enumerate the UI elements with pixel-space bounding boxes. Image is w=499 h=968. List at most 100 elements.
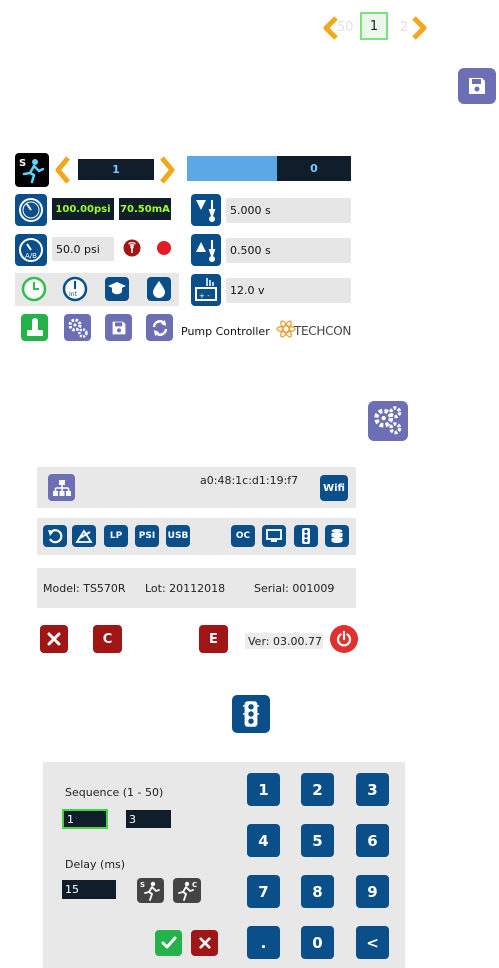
voltage-icon[interactable]: + - — [191, 274, 221, 306]
usb-label: USB — [168, 531, 189, 541]
runner-s-icon: S — [137, 878, 164, 903]
monitor-icon — [266, 529, 282, 543]
svg-text:S: S — [19, 158, 26, 169]
cancel-button[interactable] — [191, 930, 218, 956]
lp-label: LP — [110, 531, 122, 541]
svg-text:+ -: + - — [199, 292, 210, 300]
sequence-from-value: 1 — [67, 813, 74, 826]
controller-button[interactable] — [21, 314, 48, 341]
shot-time-field[interactable]: 5.000 s — [226, 198, 351, 223]
pager-current[interactable]: 1 — [360, 12, 388, 40]
seq-prev-arrow[interactable] — [54, 156, 72, 184]
c-button[interactable]: C — [93, 625, 122, 653]
traffic-light-button-small[interactable] — [294, 525, 318, 547]
psi-button[interactable]: PSI — [135, 525, 159, 547]
refresh-icon — [151, 319, 169, 337]
set-pressure-button[interactable]: A/B — [15, 234, 47, 266]
gauge-button[interactable] — [15, 194, 47, 226]
shot-time-icon[interactable] — [191, 194, 221, 226]
pager-current-number: 1 — [370, 19, 378, 34]
gears-icon — [67, 317, 89, 339]
keypad-key[interactable]: 0 — [301, 926, 334, 959]
run-sequence-start-button[interactable]: S — [137, 878, 164, 903]
database-button[interactable] — [325, 525, 349, 547]
drop-mode-icon[interactable] — [147, 277, 171, 301]
save-button[interactable] — [458, 68, 496, 104]
version-text: Ver: 03.00.77 — [248, 635, 322, 648]
keypad-key[interactable]: 7 — [247, 875, 280, 908]
current-readout: 70.50mA — [119, 198, 171, 220]
floppy-icon — [467, 76, 487, 96]
voltage-field[interactable]: 12.0 v — [226, 278, 351, 303]
run-sequence-continue-button[interactable]: C — [173, 878, 201, 903]
delay-label: Delay (ms) — [65, 858, 125, 871]
e-button[interactable]: E — [199, 625, 228, 653]
timer-mode-icon[interactable] — [21, 276, 47, 302]
pager-next-arrow[interactable] — [410, 16, 428, 40]
runner-c-icon: C — [173, 878, 201, 903]
keypad-key[interactable]: 8 — [301, 875, 334, 908]
controller-icon — [24, 317, 46, 339]
gauge-icon — [17, 196, 45, 224]
keypad-key[interactable]: 1 — [247, 773, 280, 806]
network-button[interactable] — [48, 474, 75, 501]
suck-back-icon[interactable] — [191, 234, 221, 266]
computer-button[interactable] — [262, 525, 286, 547]
sequence-to-field[interactable]: 3 — [126, 810, 171, 828]
shot-time-value: 5.000 s — [230, 204, 271, 217]
keypad-key[interactable]: 9 — [356, 875, 389, 908]
svg-text:A/B: A/B — [25, 252, 37, 260]
svg-text:Int: Int — [69, 291, 78, 298]
settings-button[interactable] — [368, 401, 408, 441]
keypad-key[interactable]: < — [356, 926, 389, 959]
calibrate-button[interactable] — [72, 525, 96, 547]
lp-button[interactable]: LP — [104, 525, 128, 547]
pager-prev-number[interactable]: 50 — [337, 20, 354, 35]
traffic-light-icon — [243, 701, 259, 727]
seq-next-arrow[interactable] — [158, 156, 176, 184]
power-button[interactable] — [330, 625, 358, 653]
svg-text:C: C — [192, 881, 197, 889]
suck-back-field[interactable]: 0.500 s — [226, 238, 351, 263]
pump-controller-label: Pump Controller — [181, 325, 270, 338]
keypad-key[interactable]: 2 — [301, 773, 334, 806]
seq-value-field[interactable]: 1 — [78, 159, 154, 180]
settings-button-small[interactable] — [64, 314, 91, 341]
oc-button[interactable]: OC — [231, 525, 255, 547]
confirm-button[interactable] — [155, 930, 182, 956]
wifi-label: Wifi — [323, 483, 345, 494]
close-button[interactable] — [40, 625, 68, 653]
sequence-mode-icon[interactable]: S — [15, 153, 49, 187]
traffic-light-button[interactable] — [232, 695, 270, 733]
progress-bar-fill — [187, 156, 277, 181]
usb-button[interactable]: USB — [166, 525, 190, 547]
network-icon — [52, 478, 72, 498]
interval-mode-icon[interactable]: Int — [62, 276, 88, 302]
keypad-key[interactable]: 3 — [356, 773, 389, 806]
database-icon — [330, 528, 344, 544]
set-pressure-field[interactable]: 50.0 psi — [52, 237, 114, 261]
wifi-button[interactable]: Wifi — [320, 475, 348, 501]
keypad-key[interactable]: 4 — [247, 824, 280, 857]
delay-field[interactable]: 15 — [62, 880, 116, 899]
delay-value: 15 — [65, 883, 79, 896]
teach-mode-icon[interactable] — [105, 277, 129, 301]
sequence-from-field[interactable]: 1 — [62, 809, 108, 829]
set-pressure-value: 50.0 psi — [56, 243, 100, 256]
reset-button[interactable] — [43, 525, 67, 547]
suck-back-value: 0.500 s — [230, 244, 271, 257]
sequence-label: Sequence (1 - 50) — [65, 786, 163, 799]
keypad-key[interactable]: . — [247, 926, 280, 959]
refresh-button[interactable] — [146, 314, 173, 341]
keypad-key[interactable]: 6 — [356, 824, 389, 857]
save-button-small[interactable] — [105, 314, 132, 341]
serial-text: Serial: 001009 — [254, 582, 334, 595]
model-text: Model: TS570R — [43, 582, 126, 595]
pressure-value: 100.00psi — [55, 204, 110, 215]
progress-value-field: 0 — [277, 156, 351, 181]
keypad-key[interactable]: 5 — [301, 824, 334, 857]
voltage-value: 12.0 v — [230, 284, 265, 297]
pager-next-number[interactable]: 2 — [400, 20, 408, 35]
signal-icon — [123, 239, 141, 257]
mac-address: a0:48:1c:d1:19:f7 — [200, 474, 298, 487]
